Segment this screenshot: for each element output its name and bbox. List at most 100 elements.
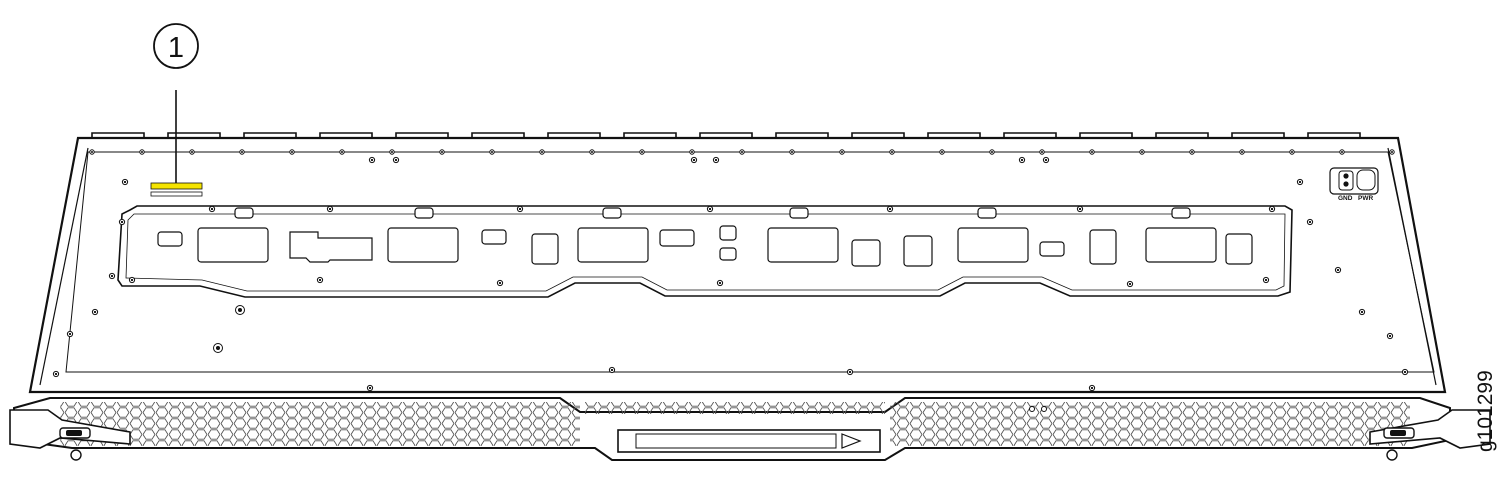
screw-icon (1289, 149, 1295, 155)
connector-tab (1155, 132, 1209, 140)
screw-icon (939, 149, 945, 155)
cutout (767, 227, 839, 263)
connector-tab (547, 132, 601, 140)
connector-tab (1079, 132, 1133, 140)
screw-icon (516, 205, 524, 213)
screw-icon (739, 149, 745, 155)
screw-icon (1088, 384, 1096, 392)
top-plate (65, 151, 1435, 373)
screw-icon (1089, 149, 1095, 155)
ground-label: GND (1338, 195, 1353, 202)
connector-tab (1307, 132, 1361, 140)
screw-icon (1306, 218, 1314, 226)
screw-icon (66, 330, 74, 338)
screws (52, 149, 1409, 392)
cutout (602, 207, 622, 219)
screw-icon (368, 156, 376, 164)
connector-tab (319, 132, 373, 140)
screw-icon (213, 343, 223, 353)
screw-icon (1189, 149, 1195, 155)
faceplate-mesh-center (585, 402, 885, 414)
screw-icon (889, 149, 895, 155)
connector-tab (471, 132, 525, 140)
connector-tab (623, 132, 677, 140)
cutout (977, 207, 997, 219)
screw-icon (118, 218, 126, 226)
cutout (851, 239, 881, 267)
power-switch (1356, 169, 1376, 191)
screw-icon (389, 149, 395, 155)
handle-arrow-icon (841, 433, 862, 449)
cutout (1145, 227, 1217, 263)
status-led-icon (1029, 406, 1035, 412)
serial-number-label-underline (150, 191, 203, 197)
faceplate-mesh-left (60, 402, 580, 446)
screw-icon (128, 276, 136, 284)
screw-icon (139, 149, 145, 155)
screw-icon (1018, 156, 1026, 164)
cutout (719, 225, 737, 241)
screw-icon (1076, 205, 1084, 213)
screw-icon (608, 366, 616, 374)
screw-icon (1389, 149, 1395, 155)
cutout (531, 233, 559, 265)
left-side-rail (39, 147, 89, 386)
connector-tab (699, 132, 753, 140)
screw-icon (1239, 149, 1245, 155)
screw-icon (1401, 368, 1409, 376)
screw-icon (1386, 332, 1394, 340)
screw-icon (839, 149, 845, 155)
screw-icon (539, 149, 545, 155)
cutout (957, 227, 1029, 263)
connector-tab (1231, 132, 1285, 140)
cutout (1039, 241, 1065, 257)
cutout (789, 207, 809, 219)
screw-icon (52, 370, 60, 378)
screw-icon (1039, 149, 1045, 155)
cutout (903, 235, 933, 267)
cutout (157, 231, 183, 247)
screw-icon (91, 308, 99, 316)
screw-icon (706, 205, 714, 213)
screw-icon (886, 205, 894, 213)
screw-icon (1139, 149, 1145, 155)
power-label: PWR (1358, 195, 1373, 202)
power-led-icon (1041, 406, 1047, 412)
cutout (577, 227, 649, 263)
screw-icon (89, 149, 95, 155)
callout-1-number: 1 (168, 32, 184, 64)
screw-icon (989, 149, 995, 155)
screw-icon (208, 205, 216, 213)
connector-tab (395, 132, 449, 140)
screw-icon (1042, 156, 1050, 164)
screw-icon (339, 149, 345, 155)
callout-1-circle (153, 23, 199, 69)
connector-tab (167, 132, 221, 140)
screw-icon (639, 149, 645, 155)
screw-icon (689, 149, 695, 155)
cutout (197, 227, 269, 263)
screw-icon (712, 156, 720, 164)
cutout (1089, 229, 1117, 265)
connector-tab (1003, 132, 1057, 140)
top-connector-tabs (91, 132, 1361, 140)
serial-number-label (150, 182, 203, 190)
front-faceplate (9, 397, 1491, 461)
screw-icon (189, 149, 195, 155)
screw-icon (239, 149, 245, 155)
cutout (234, 207, 254, 219)
screw-icon (1296, 178, 1304, 186)
screw-icon (1268, 205, 1276, 213)
screw-icon (716, 279, 724, 287)
screw-icon (789, 149, 795, 155)
cutout (1225, 233, 1253, 265)
cutout (414, 207, 434, 219)
screw-icon (316, 276, 324, 284)
cutout (719, 247, 737, 261)
screw-icon (589, 149, 595, 155)
screw-icon (846, 368, 854, 376)
screw-icon (392, 156, 400, 164)
screw-icon (496, 279, 504, 287)
